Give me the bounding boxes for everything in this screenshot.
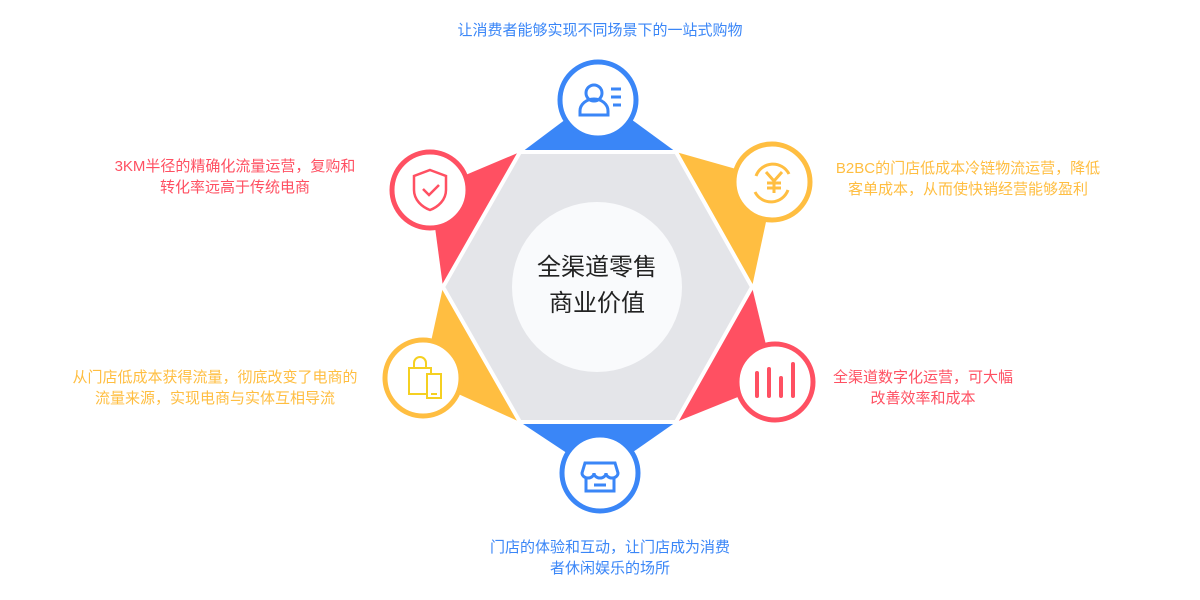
text-line: 者休闲娱乐的场所 bbox=[549, 560, 670, 577]
center-circle bbox=[512, 202, 682, 372]
text-line: 转化率远高于传统电商 bbox=[159, 179, 310, 196]
center-title: 全渠道零售 商业价值 bbox=[512, 250, 682, 322]
text-line: 改善效率和成本 bbox=[870, 390, 976, 407]
text-line: 门店的体验和互动，让门店成为消费 bbox=[489, 539, 730, 556]
text-line: 让消费者能够实现不同场景下的一站式购物 bbox=[457, 22, 743, 39]
text-top-left: 3KM半径的精确化流量运营，复购和 转化率远高于传统电商 bbox=[90, 156, 380, 198]
center-title-line1: 全渠道零售 bbox=[537, 254, 657, 281]
store-icon bbox=[559, 432, 641, 514]
text-bottom: 门店的体验和互动，让门店成为消费 者休闲娱乐的场所 bbox=[460, 537, 760, 579]
bar-chart-icon bbox=[734, 341, 816, 423]
user-list-icon bbox=[557, 59, 639, 141]
text-line: 全渠道数字化运营，可大幅 bbox=[832, 369, 1013, 386]
text-top-right: B2BC的门店低成本冷链物流运营，降低 客单成本，从而使快销经营能够盈利 bbox=[820, 158, 1116, 200]
shopping-bag-phone-icon bbox=[382, 337, 464, 419]
text-left: 从门店低成本获得流量，彻底改变了电商的 流量来源，实现电商与实体互相导流 bbox=[50, 367, 380, 409]
text-line: 3KM半径的精确化流量运营，复购和 bbox=[114, 158, 356, 175]
shield-check-icon bbox=[389, 149, 471, 231]
text-right: 全渠道数字化运营，可大幅 改善效率和成本 bbox=[818, 367, 1028, 409]
text-top: 让消费者能够实现不同场景下的一站式购物 bbox=[400, 20, 800, 41]
text-line: B2BC的门店低成本冷链物流运营，降低 bbox=[835, 160, 1101, 177]
text-line: 客单成本，从而使快销经营能够盈利 bbox=[847, 181, 1088, 198]
center-title-line2: 商业价值 bbox=[549, 290, 645, 317]
yen-refresh-icon bbox=[731, 141, 813, 223]
text-line: 流量来源，实现电商与实体互相导流 bbox=[94, 390, 335, 407]
text-line: 从门店低成本获得流量，彻底改变了电商的 bbox=[72, 369, 358, 386]
